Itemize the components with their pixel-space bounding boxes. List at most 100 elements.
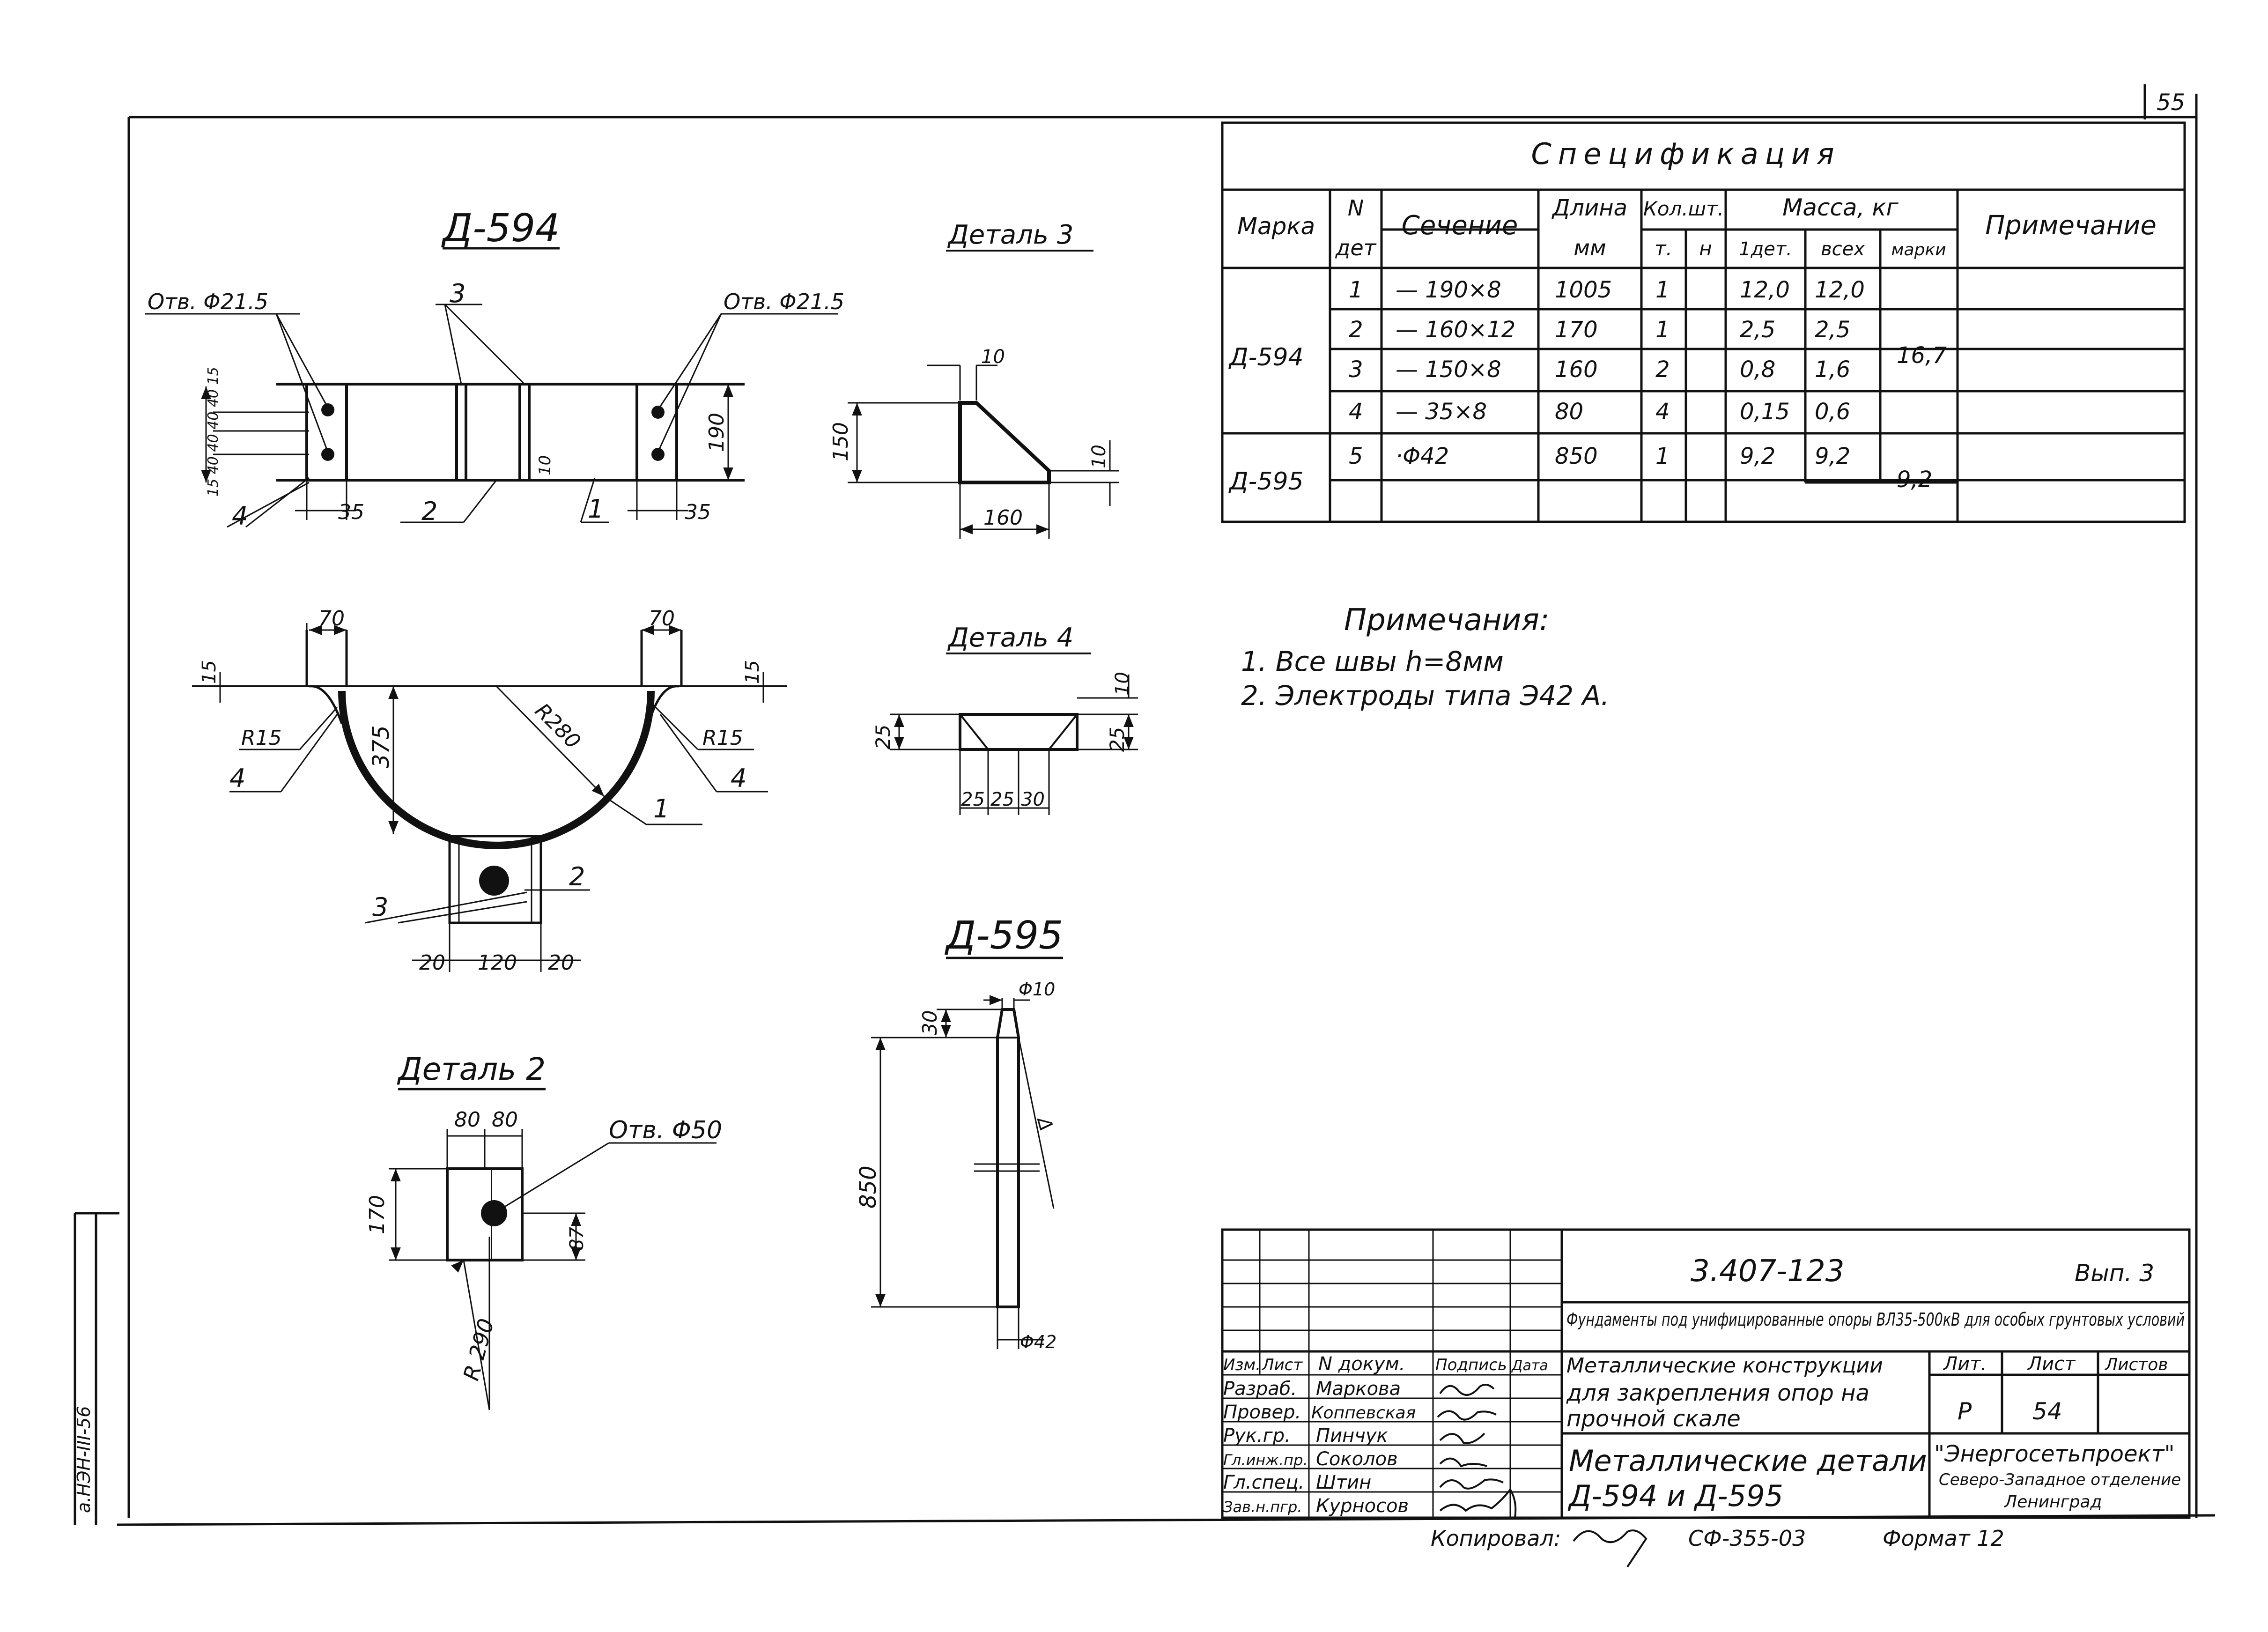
arc-dim-20-left: 20 [419, 951, 445, 975]
spec-row-2-mall: 2,5 [1815, 317, 1850, 343]
spec-row-3-det: 3 [1349, 356, 1363, 383]
spec-row-4-sech: — 35×8 [1396, 399, 1487, 425]
footer: Копировал: СФ-355-03 Формат 12 [1431, 1526, 2004, 1568]
tb-col-data: Дата [1511, 1358, 1548, 1374]
detal3-dim-10-right: 10 [1088, 445, 1110, 468]
inventory-number: а.НЭН-III-56 [74, 1406, 94, 1513]
tb-section-1: Металлические конструкции [1566, 1354, 1883, 1378]
tb-lit: Р [1958, 1398, 1972, 1425]
detal3-dim-150: 150 [829, 422, 853, 461]
tb-org-3: Ленинград [2003, 1492, 2102, 1512]
specification-table: Спецификация Марка N дет Сечение Длина м… [1221, 121, 2186, 523]
spec-row-4-t: 4 [1655, 399, 1670, 425]
spec-row-4-mall: 0,6 [1815, 399, 1850, 425]
detal3-dim-10-top: 10 [981, 346, 1005, 368]
d594-dim-35-right: 35 [685, 500, 711, 524]
tb-name-1: Маркова [1316, 1378, 1401, 1400]
detal4-dim-25-b: 25 [990, 789, 1014, 810]
sheet-corner-number: 55 [2157, 89, 2185, 116]
spec-header-massa: Масса, кг [1782, 194, 1899, 221]
spec-row-5-mall: 9,2 [1815, 443, 1850, 469]
tb-org-2: Северо-Западное отделение [1939, 1470, 2181, 1489]
spec-row-1-dl: 1005 [1555, 277, 1612, 303]
detal2-hole-label: Отв. Φ50 [609, 1116, 722, 1144]
d595-title: Д-595 [945, 913, 1063, 958]
d594-callout-2: 2 [421, 497, 437, 526]
d595-dim-phi10: Φ10 [1019, 979, 1055, 1000]
tb-list: 54 [2032, 1398, 2062, 1425]
d595-weld-symbol: Δ [1033, 1114, 1057, 1133]
detal2-dim-r290: R 290 [458, 1316, 499, 1383]
arc-dim-20-right: 20 [548, 951, 574, 975]
tb-code: 3.407-123 [1691, 1254, 1844, 1289]
spec-row-5-t: 1 [1655, 443, 1670, 469]
detal4-title: Деталь 4 [947, 623, 1073, 653]
spec-header-dlina: Длина [1551, 195, 1627, 221]
spec-row-5-sech: ·Φ42 [1396, 443, 1449, 469]
tb-role-3: Рук.гр. [1223, 1425, 1291, 1447]
tb-role-2: Провер. [1223, 1402, 1301, 1423]
spec-header-1det: 1дет. [1739, 238, 1792, 260]
spec-header-primechanie: Примечание [1985, 210, 2157, 241]
detal4-dim-30: 30 [1021, 789, 1045, 810]
spec-row-4-det: 4 [1349, 399, 1363, 425]
spec-row-3-mall: 1,6 [1815, 356, 1850, 383]
spec-row-1-m1: 12,0 [1740, 277, 1790, 303]
spec-title: Спецификация [1531, 137, 1840, 171]
sheet-frame [74, 84, 2216, 1526]
d594-callout-4: 4 [232, 501, 248, 531]
spec-row-3-sech: — 150×8 [1396, 356, 1501, 383]
d595-view: Д-595 Φ10 30 8 [855, 913, 1063, 1352]
tb-name-line-1: Металлические детали [1569, 1444, 1927, 1478]
spec-row-3-m1: 0,8 [1740, 356, 1775, 383]
footer-signature [1573, 1529, 1647, 1568]
spec-mark-d594: Д-594 [1228, 343, 1304, 371]
spec-row-1-mall: 12,0 [1815, 277, 1865, 303]
detal2-title: Деталь 2 [397, 1051, 546, 1087]
d594-title: Д-594 [441, 206, 560, 251]
d594-plan-view: Д-594 [145, 206, 844, 531]
d595-dim-phi42: Φ42 [1020, 1332, 1056, 1352]
tb-name-4: Соколов [1316, 1448, 1398, 1470]
spec-mark-mass-d595: 9,2 [1897, 467, 1932, 493]
spec-row-5-det: 5 [1349, 443, 1363, 469]
arc-dim-r280: R280 [530, 699, 585, 754]
tb-list-header: Лист [2027, 1353, 2076, 1375]
spec-row-1-det: 1 [1349, 277, 1363, 303]
d594-dim-hole-spacing: 15 40 40 40 40 15 [205, 367, 222, 497]
detal2-dim-170: 170 [365, 1195, 389, 1234]
spec-row-2-sech: — 160×12 [1396, 317, 1515, 343]
d595-dim-30: 30 [918, 1010, 941, 1035]
arc-dim-375: 375 [368, 725, 394, 768]
d594-hole-right-label: Отв. Φ21.5 [724, 289, 844, 314]
detal2-view: Деталь 2 80 [365, 1051, 722, 1410]
tb-name-3: Пинчук [1316, 1425, 1388, 1447]
detal3-title: Деталь 3 [947, 220, 1073, 250]
notes-block: Примечания: 1. Все швы h=8мм 2. Электрод… [1241, 603, 1610, 712]
spec-mark-d595: Д-595 [1228, 467, 1304, 496]
detal2-dim-87: 87 [566, 1227, 588, 1251]
arc-dim-15-right: 15 [742, 660, 763, 684]
spec-header-kol-t: т. [1655, 237, 1672, 260]
tb-org-1: "Энергосетьпроект" [1934, 1441, 2175, 1467]
spec-header-marki: марки [1891, 240, 1946, 260]
spec-header-vseh: всех [1821, 238, 1865, 260]
arc-dim-r15-left: R15 [241, 726, 282, 750]
tb-col-izm: Изм. [1223, 1356, 1261, 1374]
arc-dim-r15-right: R15 [702, 726, 743, 750]
d594-arc-view: 70 70 15 15 R15 R15 375 R280 20 120 20 1… [192, 607, 787, 975]
arc-callout-1: 1 [653, 794, 669, 823]
detal4-dim-25-left: 25 [872, 725, 894, 749]
d595-dim-850: 850 [855, 1165, 881, 1209]
d594-dim-10: 10 [536, 455, 554, 475]
tb-role-6: Зав.н.пгр. [1223, 1498, 1302, 1516]
spec-row-5-m1: 9,2 [1740, 443, 1775, 469]
arc-callout-4-left: 4 [229, 764, 245, 793]
detal3-view: Деталь 3 10 150 10 [829, 220, 1119, 539]
arc-dim-120: 120 [478, 951, 517, 975]
tb-col-ndokum: N докум. [1318, 1353, 1405, 1375]
note-1: 1. Все швы h=8мм [1241, 645, 1504, 677]
tb-name-line-2: Д-594 и Д-595 [1567, 1479, 1783, 1513]
tb-listov-header: Листов [2104, 1355, 2168, 1374]
spec-row-2-det: 2 [1349, 317, 1363, 343]
